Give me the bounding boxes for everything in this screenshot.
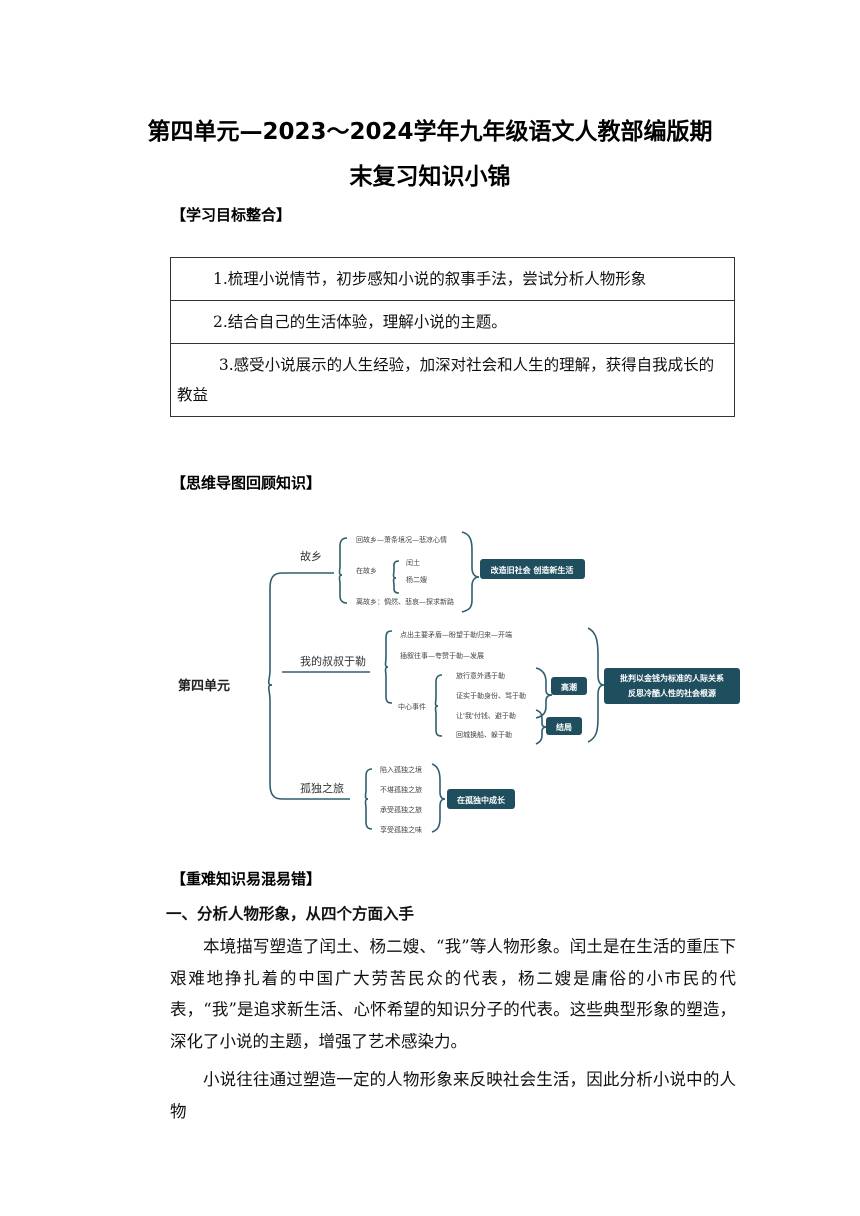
b1-item-3: 离故乡：惆然、悲哀—探求新路 <box>356 597 454 606</box>
b2-climax-box <box>551 677 587 695</box>
branch-label-lonely-trip: 孤独之旅 <box>300 781 344 795</box>
document-title-line-2: 末复习知识小锦 <box>349 164 511 190</box>
goal-cell-2: 2.结合自己的生活体验，理解小说的主题。 <box>170 300 735 344</box>
goal-cell-3: 3.感受小说展示的人生经验，加深对社会和人生的理解，获得自我成长的教益 <box>170 343 735 417</box>
b2-item-1: 点出主要矛盾—盼望于勒归来—开端 <box>400 630 512 639</box>
b1-item-2: 在故乡 <box>356 566 377 575</box>
b3-item-4: 享受孤独之味 <box>380 825 422 834</box>
b2-climax-text: 高潮 <box>561 682 577 692</box>
b3-item-2: 不堪孤独之旅 <box>380 785 422 794</box>
b1-sub-2: 杨二嫂 <box>406 575 427 584</box>
b2-theme-line-2: 反思冷酷人性的社会根源 <box>628 689 716 698</box>
b2-theme-box: 批判以金钱为标准的人际关系 反思冷酷人性的社会根源 <box>604 668 740 704</box>
table-row: 1.梳理小说情节，初步感知小说的叙事手法，尝试分析人物形象 <box>170 257 735 301</box>
b2-item-2: 插叙往事—夸赞于勒—发展 <box>400 651 484 660</box>
b2-event-2: 证实于勒身份、骂于勒 <box>456 691 526 700</box>
table-row: 2.结合自己的生活体验，理解小说的主题。 <box>170 300 735 344</box>
mind-map: 第四单元 故乡 回故乡—萧条境况—悲凉心情 在故乡 闰土 杨二嫂 离故乡：惆然、… <box>178 531 605 834</box>
mindmap-root: 第四单元 <box>178 678 230 694</box>
b3-theme-box <box>447 789 515 809</box>
b2-event-3: 让'我'付钱、避于勒 <box>456 711 516 720</box>
branch-label-guxiang: 故乡 <box>300 549 322 563</box>
subheading-character-analysis: 一、分析人物形象，从四个方面入手 <box>166 905 415 923</box>
b2-event-4: 回城换船、躲于勒 <box>456 730 512 739</box>
section-heading-goals: 【学习目标整合】 <box>171 206 292 224</box>
goal-cell-1: 1.梳理小说情节，初步感知小说的叙事手法，尝试分析人物形象 <box>170 257 735 301</box>
goals-table: 1.梳理小说情节，初步感知小说的叙事手法，尝试分析人物形象 2.结合自己的生活体… <box>170 257 735 417</box>
b2-event-1: 旅行意外遇于勒 <box>456 671 505 680</box>
b2-ending-text: 结局 <box>556 722 572 732</box>
b3-item-1: 陷入孤独之境 <box>380 765 422 774</box>
b3-theme-text: 在孤独中成长 <box>457 795 506 805</box>
paragraph-1: 本境描写塑造了闰土、杨二嫂、“我”等人物形象。闰土是在生活的重压下艰难地挣扎着的… <box>170 937 736 1051</box>
b1-theme-text: 改造旧社会 创造新生活 <box>491 565 574 575</box>
b1-item-1: 回故乡—萧条境况—悲凉心情 <box>356 535 447 544</box>
b2-ending-box <box>546 717 582 735</box>
b1-sub-1: 闰土 <box>406 558 420 567</box>
b1-theme-box <box>480 559 585 579</box>
b2-theme-line-1: 批判以金钱为标准的人际关系 <box>620 674 724 683</box>
table-row: 3.感受小说展示的人生经验，加深对社会和人生的理解，获得自我成长的教益 <box>170 343 735 417</box>
b3-item-3: 承受孤独之旅 <box>380 805 422 814</box>
document-title-line-1: 第四单元—2023～2024学年九年级语文人教部编版期 <box>147 119 713 145</box>
section-heading-key-points: 【重难知识易混易错】 <box>171 870 322 888</box>
section-heading-mindmap: 【思维导图回顾知识】 <box>171 474 322 492</box>
paragraph-2: 小说往往通过塑造一定的人物形象来反映社会生活，因此分析小说中的人物 <box>170 1070 736 1121</box>
branch-label-uncle: 我的叔叔于勒 <box>300 654 366 668</box>
b2-item-3: 中心事件 <box>398 702 426 711</box>
